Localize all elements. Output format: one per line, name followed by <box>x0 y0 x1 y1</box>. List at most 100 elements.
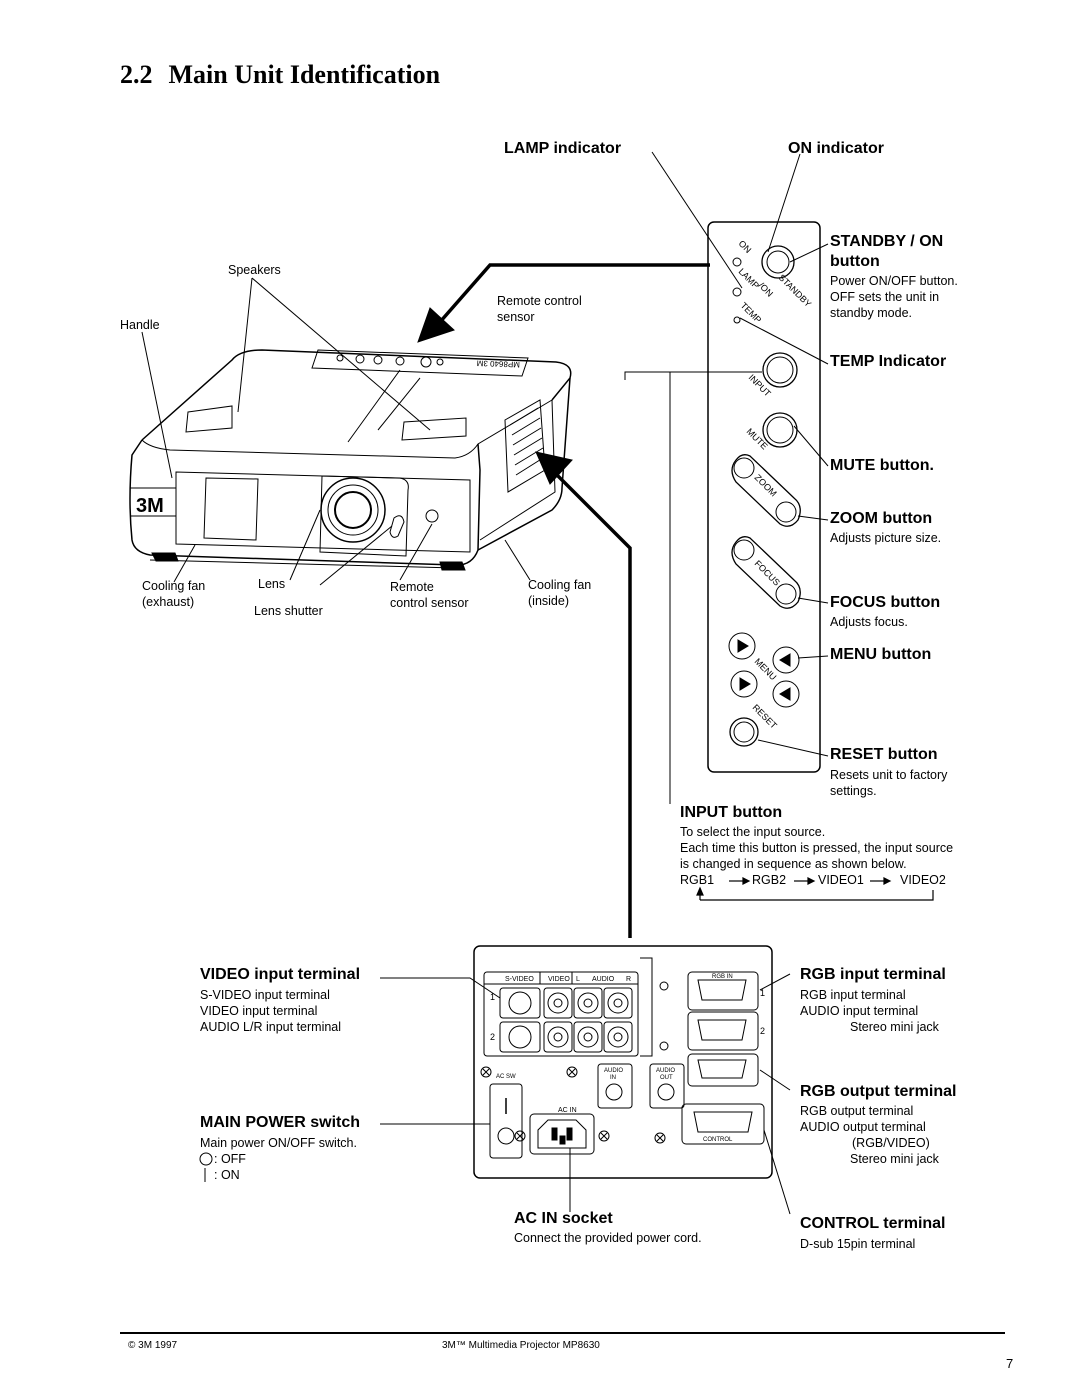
rear-label-ac-in: AC IN <box>558 1107 577 1114</box>
rear-label-r: R <box>626 976 631 983</box>
label-lens: Lens <box>258 577 286 591</box>
label-cooling-fan-exhaust-line2: (exhaust) <box>142 595 195 609</box>
label-speakers: Speakers <box>228 263 281 277</box>
footer-product: 3M™ Multimedia Projector MP8630 <box>442 1340 600 1351</box>
rear-label-control: CONTROL <box>703 1137 733 1143</box>
label-control-terminal: CONTROL terminal <box>800 1215 946 1232</box>
panel-label-zoom: ZOOM <box>753 472 779 498</box>
rear-label-ac-sw: AC SW <box>496 1074 516 1080</box>
label-remote-sensor-top: Remote control sensor <box>497 293 582 325</box>
desc-standby-line3: standby mode. <box>830 306 912 320</box>
desc-rgb-input-line2: AUDIO input terminal <box>800 1004 919 1018</box>
sequence-rgb2: RGB2 <box>752 873 787 887</box>
rear-label-audio-in-1: AUDIO <box>604 1068 623 1074</box>
label-rgb-input-terminal: RGB input terminal <box>800 966 946 983</box>
rear-label-audio-out-1: AUDIO <box>656 1068 675 1074</box>
label-ac-in-socket: AC IN socket <box>514 1210 613 1227</box>
desc-reset-line1: Resets unit to factory <box>830 768 948 782</box>
label-remote-sensor-front-line1: Remote <box>390 580 434 594</box>
desc-standby: Power ON/OFF button. OFF sets the unit i… <box>830 273 958 321</box>
label-focus-button: FOCUS button <box>830 594 941 611</box>
label-standby-title-line2: button <box>830 253 880 270</box>
projector-illustration <box>129 349 572 571</box>
desc-reset-line2: settings. <box>830 784 877 798</box>
rear-label-rgb-in: RGB IN <box>712 974 733 980</box>
desc-rgb-output-line2: AUDIO output terminal <box>800 1120 926 1134</box>
rear-label-audio: AUDIO <box>592 976 615 983</box>
label-remote-sensor-top-line2: sensor <box>497 310 535 324</box>
sequence-video2: VIDEO2 <box>900 873 946 887</box>
label-rgb-output-terminal: RGB output terminal <box>800 1083 957 1100</box>
rear-label-row2: 2 <box>490 1032 495 1042</box>
panel-label-on: ON <box>737 238 754 255</box>
label-menu-button: MENU button <box>830 646 932 663</box>
label-remote-sensor-top-line1: Remote control <box>497 294 582 308</box>
label-lamp-indicator: LAMP indicator <box>504 140 622 157</box>
rear-label-rgb-row1: 1 <box>760 988 765 998</box>
desc-input-line3: is changed in sequence as shown below. <box>680 857 907 871</box>
sequence-rgb1: RGB1 <box>680 873 715 887</box>
label-remote-sensor-front: Remote control sensor <box>390 579 469 611</box>
label-cooling-fan-inside-line1: Cooling fan <box>528 578 592 592</box>
desc-input-line1: To select the input source. <box>680 825 826 839</box>
desc-rgb-output-line3: (RGB/VIDEO) <box>852 1136 930 1150</box>
label-cooling-fan-inside: Cooling fan (inside) <box>528 577 591 609</box>
label-zoom-button: ZOOM button <box>830 510 933 527</box>
desc-video-input-line3: AUDIO L/R input terminal <box>200 1020 342 1034</box>
desc-video-input-line2: VIDEO input terminal <box>200 1004 318 1018</box>
desc-control: D-sub 15pin terminal <box>800 1237 916 1251</box>
desc-input-line2: Each time this button is pressed, the in… <box>680 841 954 855</box>
desc-rgb-input-line3: Stereo mini jack <box>850 1020 939 1034</box>
footer-copyright: © 3M 1997 <box>128 1340 178 1351</box>
desc-video-input-line1: S-VIDEO input terminal <box>200 988 330 1002</box>
label-standby-on-button: STANDBY / ON button <box>830 232 943 272</box>
label-cooling-fan-inside-line2: (inside) <box>528 594 569 608</box>
rear-label-audio-out-2: OUT <box>660 1075 673 1081</box>
label-remote-sensor-front-line2: control sensor <box>390 596 469 610</box>
desc-input: To select the input source. Each time th… <box>680 824 953 872</box>
desc-rgb-input: RGB input terminal AUDIO input terminal … <box>800 987 939 1035</box>
label-main-power-switch: MAIN POWER switch <box>200 1114 361 1131</box>
rear-label-rgb-row2: 2 <box>760 1026 765 1036</box>
panel-label-reset: RESET <box>751 702 780 731</box>
desc-rgb-output-line1: RGB output terminal <box>800 1104 914 1118</box>
label-standby-title-line1: STANDBY / ON <box>830 233 944 250</box>
control-panel-outline <box>707 221 821 773</box>
rear-label-svideo: S-VIDEO <box>505 976 534 983</box>
rear-label-audio-in-2: IN <box>610 1075 616 1081</box>
rear-panel-outline <box>473 945 773 1179</box>
label-reset-button: RESET button <box>830 746 938 763</box>
desc-video-input: S-VIDEO input terminal VIDEO input termi… <box>200 987 341 1035</box>
label-handle: Handle <box>120 318 160 332</box>
sequence-video1: VIDEO1 <box>818 873 864 887</box>
panel-label-menu: MENU <box>753 656 779 682</box>
label-input-button: INPUT button <box>680 804 783 821</box>
desc-rgb-output: RGB output terminal AUDIO output termina… <box>800 1103 939 1167</box>
desc-ac-in: Connect the provided power cord. <box>514 1231 702 1245</box>
label-off-symbol: : OFF <box>214 1152 246 1166</box>
label-temp-indicator: TEMP Indicator <box>830 353 947 370</box>
desc-rgb-output-line4: Stereo mini jack <box>850 1152 939 1166</box>
projector-model-text: MP8640 3M <box>476 358 520 369</box>
desc-main-power: Main power ON/OFF switch. <box>200 1136 357 1150</box>
footer-rule <box>120 1332 1005 1334</box>
rear-label-row1: 1 <box>490 992 495 1002</box>
page-title: 2.2 Main Unit Identification <box>120 60 440 90</box>
section-number: 2.2 <box>120 60 153 89</box>
label-on-indicator: ON indicator <box>788 140 885 157</box>
rear-label-video: VIDEO <box>548 976 570 983</box>
desc-reset: Resets unit to factory settings. <box>830 767 947 799</box>
label-video-input-terminal: VIDEO input terminal <box>200 966 361 983</box>
section-title: Main Unit Identification <box>168 60 441 89</box>
desc-standby-line1: Power ON/OFF button. <box>830 274 958 288</box>
desc-rgb-input-line1: RGB input terminal <box>800 988 906 1002</box>
panel-label-standby: STANDBY <box>777 272 814 309</box>
rear-label-l: L <box>576 976 580 983</box>
label-mute-button: MUTE button. <box>830 457 934 474</box>
page-number: 7 <box>1006 1356 1014 1371</box>
desc-standby-line2: OFF sets the unit in <box>830 290 940 304</box>
label-on-symbol: : ON <box>214 1168 240 1182</box>
label-cooling-fan-exhaust-line1: Cooling fan <box>142 579 206 593</box>
panel-label-temp: TEMP <box>739 300 764 325</box>
